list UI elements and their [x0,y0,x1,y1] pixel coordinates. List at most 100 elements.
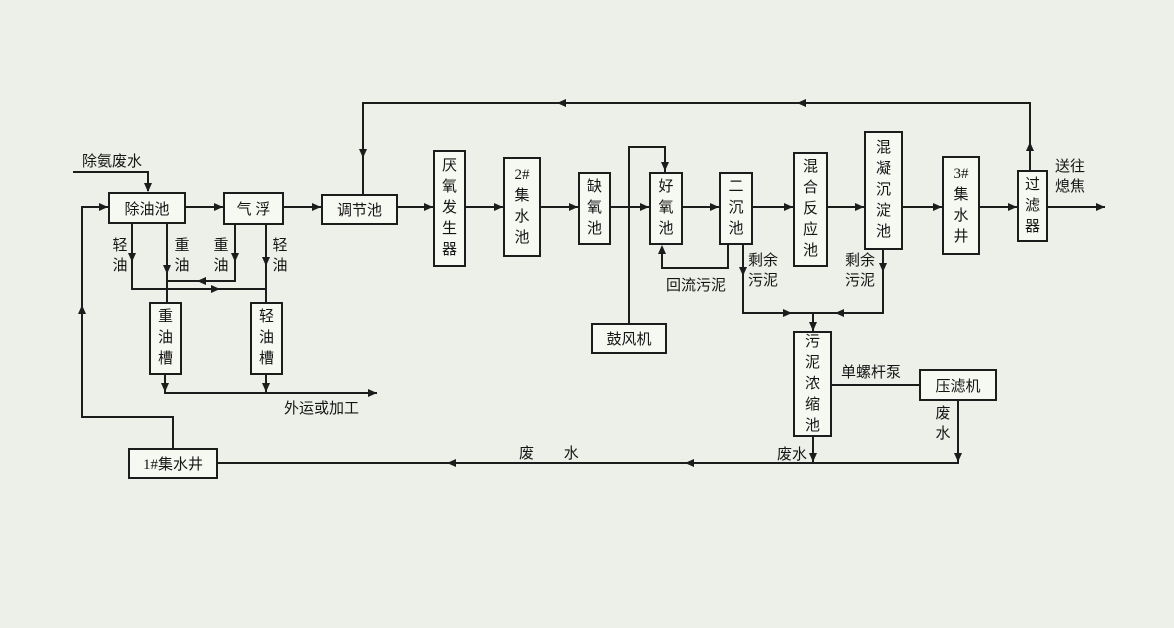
arrowhead [658,245,666,254]
flow-line [362,102,1030,104]
flow-line [398,206,433,208]
flow-line [81,416,174,418]
flow-line [466,206,503,208]
flow-line [957,401,959,463]
node-label: 重油槽 [157,309,173,367]
flow-line [611,206,649,208]
arrowhead [933,203,942,211]
label-wastewater: 废 水 [519,446,579,462]
node-aerobic-pool: 好氧池 [649,172,683,245]
label-light-oil: 轻油 [112,238,128,274]
flow-line [628,146,630,323]
node-label: 轻油槽 [258,309,274,367]
flow-line [172,416,174,449]
arrowhead [855,203,864,211]
flow-line [812,312,884,314]
flow-line [661,267,729,269]
flow-line [828,206,864,208]
flow-line [664,146,666,172]
arrowhead [685,459,694,467]
arrowhead [809,453,817,462]
arrowhead [144,183,152,192]
label-return-sludge: 回流污泥 [666,278,727,294]
flow-line [166,224,168,302]
arrowhead [661,162,669,171]
flow-line [882,250,884,314]
flow-line [284,206,321,208]
arrowhead [809,322,817,331]
arrowhead [954,453,962,462]
arrowhead [161,383,169,392]
arrowhead [78,305,86,314]
flow-line [1029,102,1031,170]
node-sludge-thickener: 污泥浓缩池 [793,331,832,437]
flow-line [628,146,666,148]
flow-line [727,245,729,269]
flow-line [541,206,578,208]
flow-line [980,206,1017,208]
label-light-oil: 轻油 [272,238,288,274]
arrowhead [163,265,171,274]
node-collecting-well-1: 1#集水井 [128,448,218,479]
node-label: 3#集水井 [953,165,969,245]
node-label: 混合反应池 [802,159,818,259]
node-equalization-pool: 调节池 [321,194,398,225]
node-blower: 鼓风机 [591,323,667,354]
arrowhead [262,383,270,392]
flow-line [1048,206,1105,208]
flow-line [742,245,744,314]
flow-line [81,206,108,208]
label-to-coke-quenching: 送往熄焦 [1055,159,1086,195]
arrowhead [128,253,136,262]
arrowhead [797,99,806,107]
node-label: 1#集水井 [142,457,203,473]
arrowhead [99,203,108,211]
flow-line [131,288,267,290]
node-light-oil-tank: 轻油槽 [250,302,283,375]
label-outbound-or-processing: 外运或加工 [284,401,360,417]
flow-line [753,206,793,208]
arrowhead [231,253,239,262]
node-label: 厌氧发生器 [441,158,457,258]
flow-line [812,312,814,331]
arrowhead [494,203,503,211]
node-secondary-clarifier: 二沉池 [719,172,753,245]
node-label: 2#集水池 [514,167,530,246]
label-wastewater: 废水 [777,447,808,463]
node-collecting-pool-2: 2#集水池 [503,157,541,257]
arrowhead [569,203,578,211]
flow-line [832,384,919,386]
flow-line [147,171,149,191]
node-label: 好氧池 [658,179,674,237]
arrowhead [1026,142,1034,151]
arrowhead [1096,203,1105,211]
arrowhead [739,267,747,276]
arrowhead [424,203,433,211]
flow-line [164,392,377,394]
node-label: 污泥浓缩池 [804,333,820,434]
arrowhead [783,309,792,317]
arrowhead [784,203,793,211]
label-inflow: 除氨废水 [82,154,143,170]
node-mixing-reaction-pool: 混合反应池 [793,152,828,267]
flow-line [186,206,223,208]
node-label: 过滤器 [1024,176,1040,235]
node-heavy-oil-tank: 重油槽 [149,302,182,375]
arrowhead [640,203,649,211]
arrowhead [835,309,844,317]
flow-line [362,102,364,194]
node-label: 混凝沉淀池 [875,140,891,240]
flow-line [218,462,959,464]
arrowhead [197,277,206,285]
label-single-screw-pump: 单螺杆泵 [841,365,902,381]
flow-line [812,437,814,463]
node-collecting-well-3: 3#集水井 [942,156,980,255]
label-excess-sludge: 剩余污泥 [748,253,779,289]
node-filter-press: 压滤机 [919,369,997,401]
arrowhead [368,389,377,397]
node-label: 除油池 [124,201,170,218]
flow-line [73,171,149,173]
flow-line [683,206,719,208]
arrowhead [1008,203,1017,211]
